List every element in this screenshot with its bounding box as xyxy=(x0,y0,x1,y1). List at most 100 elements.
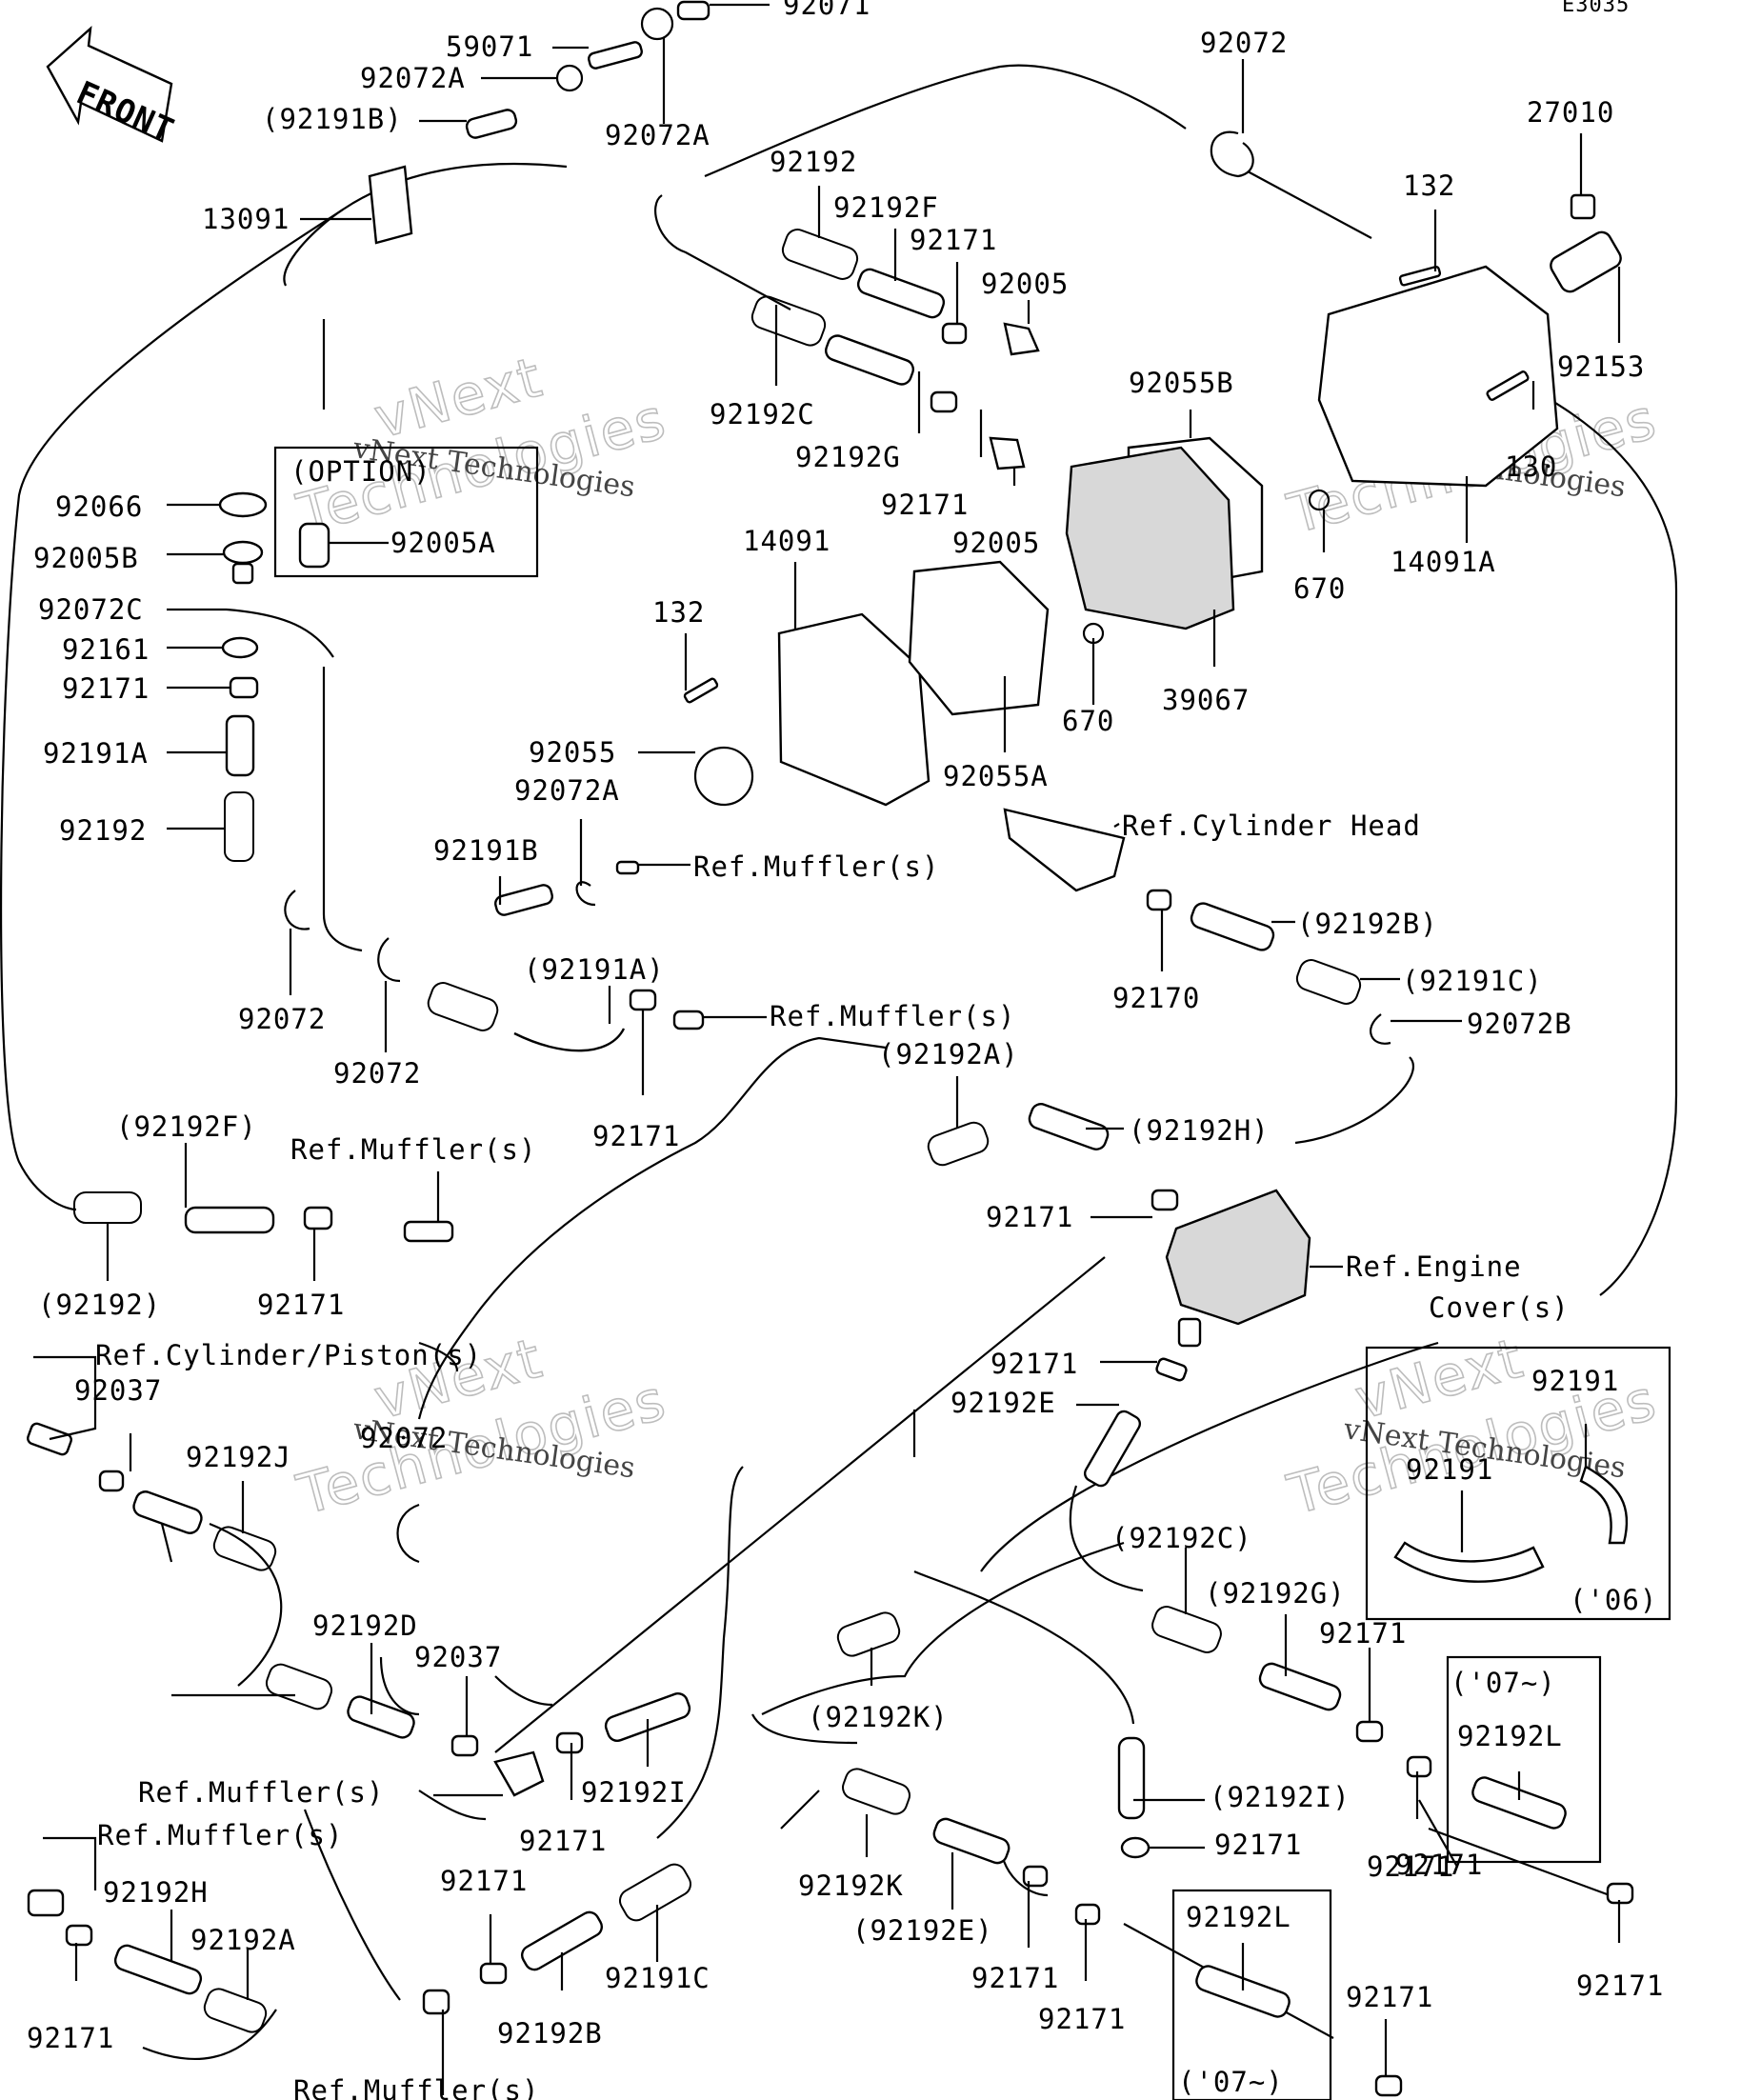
hose-92192j xyxy=(132,1490,203,1534)
clamp-92171-engine xyxy=(1151,1189,1179,1211)
label-92171-mid: 92171 xyxy=(881,489,969,521)
option-label: (OPTION) xyxy=(290,455,431,488)
label-92055: 92055 xyxy=(529,736,616,769)
label-92005-mid: 92005 xyxy=(952,527,1040,559)
spring-92192k xyxy=(842,1768,911,1815)
clamp-92171-g xyxy=(1355,1720,1384,1743)
leader-lines xyxy=(33,3,1621,2095)
hose-92192b xyxy=(1190,902,1275,951)
clamp-92171-a xyxy=(941,322,968,345)
clamp-92171-bottom-left xyxy=(303,1206,333,1230)
hose-92192l-07 xyxy=(1471,1776,1567,1830)
cover-39067 xyxy=(1065,446,1235,630)
label-92192i: 92192I xyxy=(581,1776,687,1809)
hose-92192f-left xyxy=(184,1206,275,1234)
label-92171-br-b: 92171 xyxy=(1346,1981,1433,2013)
hose-92192e-bottom xyxy=(932,1817,1011,1865)
label-92192k: 92192K xyxy=(798,1870,904,1902)
o-ring-670-a xyxy=(1308,489,1331,511)
label-27010: 27010 xyxy=(1527,96,1614,129)
label-92171-br-a: 92171 xyxy=(1038,2003,1126,2035)
hose-92192i-right xyxy=(1117,1736,1146,1820)
label-92071: 92071 xyxy=(783,0,870,21)
hose-92191-06-b xyxy=(1579,1465,1629,1545)
label-ref-cylinder-head: Ref.Cylinder Head xyxy=(1122,810,1421,842)
plug-13091 xyxy=(368,165,413,245)
fitting-muffler-a xyxy=(615,860,640,875)
label-92191-inset-2: 92191 xyxy=(1406,1453,1493,1486)
label-92192c: 92192C xyxy=(710,398,815,430)
label-92191c: 92191C xyxy=(605,1962,710,1994)
hose-92192b-bottom xyxy=(520,1910,604,1971)
label-92171-top: 92171 xyxy=(910,224,997,256)
label-92037-lower: 92037 xyxy=(414,1641,502,1673)
fitting-92005b-stem xyxy=(231,562,254,585)
gasket-92055a xyxy=(908,560,1050,716)
cover-14091 xyxy=(777,612,931,807)
spring-92192-bottom-left xyxy=(73,1191,142,1224)
label-92171-i: 92171 xyxy=(1214,1829,1302,1861)
clamp-92171-bl xyxy=(65,1924,93,1947)
hose-92191a-center xyxy=(513,1028,626,1052)
spring-92191c xyxy=(1295,959,1362,1005)
hose-92191b xyxy=(494,884,553,916)
label-92171-g: 92171 xyxy=(1319,1617,1407,1650)
hose-92192d xyxy=(347,1695,415,1739)
label-670-center: 670 xyxy=(1062,705,1114,737)
clamp-92170 xyxy=(1146,889,1172,911)
hose-92191b-top xyxy=(465,109,518,139)
label-92072a: 92072A xyxy=(360,62,466,94)
option-box: (OPTION) xyxy=(273,446,1671,2100)
clamp-92171-e xyxy=(1155,1357,1188,1382)
label-ref-muffler-6: Ref.Muffler(s) xyxy=(293,2074,539,2100)
spring-92192 xyxy=(781,229,859,280)
label-92005a: 92005A xyxy=(390,527,496,559)
label-92161: 92161 xyxy=(62,633,150,666)
bolt-132-top xyxy=(1398,265,1442,287)
clip-92072-b xyxy=(377,937,401,983)
label-92192f: 92192F xyxy=(833,191,939,224)
watermark: vNext Technologies vNext Technologies vN… xyxy=(290,344,1664,1529)
pin-59071 xyxy=(588,41,643,70)
diagram-code: E3035 xyxy=(1562,0,1630,17)
label-92171-center: 92171 xyxy=(592,1120,680,1152)
label-92192b: 92192B xyxy=(497,2017,603,2050)
fitting-92005b xyxy=(222,540,264,565)
label-92192b-paren: (92192B) xyxy=(1297,908,1438,940)
label-ref-muffler-5: Ref.Muffler(s) xyxy=(97,1819,343,1851)
parts xyxy=(27,0,1634,2097)
label-92192-top: 92192 xyxy=(770,146,857,178)
spring-92191a xyxy=(427,982,499,1031)
hose-92191a xyxy=(225,714,255,777)
label-92192g: 92192G xyxy=(795,441,901,473)
hose-92192e xyxy=(1083,1410,1142,1488)
label-92192f-paren: (92192F) xyxy=(116,1110,257,1143)
label-92192i-paren: (92192I) xyxy=(1210,1781,1351,1813)
spring-92192k-top xyxy=(836,1611,901,1657)
tee-fitting xyxy=(493,1750,545,1797)
label-92072-lower: 92072 xyxy=(360,1422,448,1454)
label-06: ('06) xyxy=(1570,1584,1657,1616)
label-92192c-paren: (92192C) xyxy=(1111,1522,1252,1554)
hose-92192f xyxy=(856,268,946,319)
fitting-92071 xyxy=(676,0,710,21)
label-92191c-paren: (92191C) xyxy=(1402,965,1543,997)
clamp-92037 xyxy=(98,1470,125,1492)
clamp-92171-lower xyxy=(555,1731,584,1754)
label-92192e: 92192E xyxy=(951,1387,1056,1419)
inset-box-07-bottom xyxy=(1171,1889,1332,2100)
label-92066: 92066 xyxy=(55,490,143,523)
label-13091: 13091 xyxy=(202,203,290,235)
label-92171-07-c: 92171 xyxy=(1395,1849,1483,1881)
label-92005b: 92005B xyxy=(33,542,139,574)
clip-92072a-2 xyxy=(640,7,674,41)
clip-92072-top xyxy=(1210,130,1254,178)
label-92171-07-a: 92171 xyxy=(1367,1850,1454,1883)
o-ring-92055 xyxy=(693,746,754,807)
label-92191a-paren: (92191A) xyxy=(524,953,665,986)
clip-92072-a xyxy=(284,890,310,930)
label-ref-muffler-2: Ref.Muffler(s) xyxy=(770,1000,1015,1032)
clamp-92171-left xyxy=(229,676,259,699)
label-92192d: 92192D xyxy=(312,1610,418,1642)
label-132: 132 xyxy=(652,596,705,629)
